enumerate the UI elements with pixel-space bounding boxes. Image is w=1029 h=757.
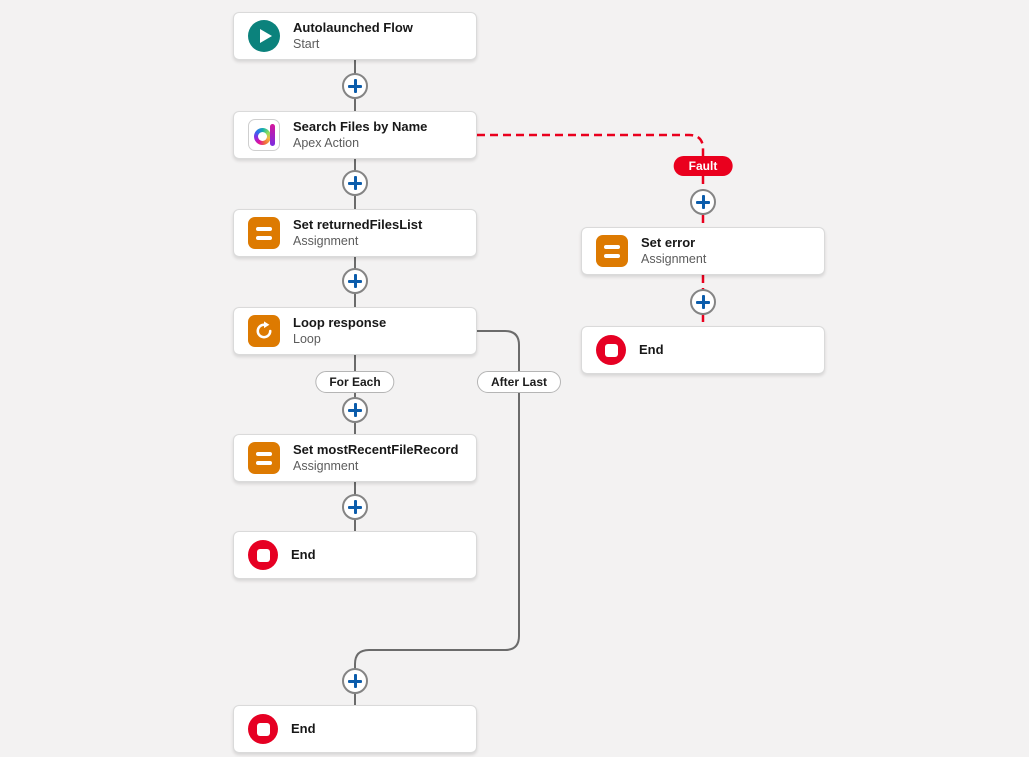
apex-action-icon (248, 119, 280, 151)
node-title: End (639, 341, 664, 357)
branch-label-after-last: After Last (476, 371, 562, 393)
node-set-error[interactable]: Set error Assignment (581, 227, 825, 275)
node-title: Set error (641, 234, 696, 250)
node-end-after-last[interactable]: End (233, 705, 477, 753)
add-element-button[interactable] (342, 494, 368, 520)
add-element-button[interactable] (342, 668, 368, 694)
assignment-icon (248, 217, 280, 249)
node-start[interactable]: Autolaunched Flow Start (233, 12, 477, 60)
node-end-fault[interactable]: End (581, 326, 825, 374)
plus-icon (348, 176, 362, 190)
node-subtitle: Loop (293, 331, 321, 346)
node-subtitle: Assignment (641, 251, 707, 266)
node-title: Loop response (293, 314, 387, 330)
node-title: End (291, 720, 316, 736)
node-end-for-each[interactable]: End (233, 531, 477, 579)
plus-icon (348, 79, 362, 93)
node-subtitle: Assignment (293, 458, 359, 473)
end-icon (596, 335, 626, 365)
node-title: Set returnedFilesList (293, 216, 423, 232)
connector-after-last (354, 330, 520, 706)
node-subtitle: Start (293, 36, 320, 51)
start-play-icon (248, 20, 280, 52)
node-set-most-recent-file-record[interactable]: Set mostRecentFileRecord Assignment (233, 434, 477, 482)
node-loop-response[interactable]: Loop response Loop (233, 307, 477, 355)
node-subtitle: Assignment (293, 233, 359, 248)
add-element-button[interactable] (342, 170, 368, 196)
plus-icon (348, 403, 362, 417)
plus-icon (348, 674, 362, 688)
branch-label-text: For Each (329, 375, 381, 389)
fault-label-text: Fault (688, 159, 718, 173)
node-subtitle: Apex Action (293, 135, 360, 150)
assignment-icon (248, 442, 280, 474)
assignment-icon (596, 235, 628, 267)
branch-label-for-each: For Each (315, 371, 395, 393)
node-title: Autolaunched Flow (293, 19, 413, 35)
plus-icon (696, 195, 710, 209)
fault-label: Fault (673, 156, 733, 176)
add-element-button[interactable] (342, 73, 368, 99)
loop-icon (248, 315, 280, 347)
end-icon (248, 540, 278, 570)
node-title: End (291, 546, 316, 562)
branch-label-text: After Last (490, 375, 548, 389)
node-set-returned-files-list[interactable]: Set returnedFilesList Assignment (233, 209, 477, 257)
plus-icon (348, 500, 362, 514)
node-title: Search Files by Name (293, 118, 428, 134)
node-title: Set mostRecentFileRecord (293, 441, 459, 457)
add-element-button[interactable] (342, 268, 368, 294)
plus-icon (696, 295, 710, 309)
node-apex-action[interactable]: Search Files by Name Apex Action (233, 111, 477, 159)
add-element-button[interactable] (690, 289, 716, 315)
plus-icon (348, 274, 362, 288)
end-icon (248, 714, 278, 744)
add-element-button[interactable] (690, 189, 716, 215)
add-element-button[interactable] (342, 397, 368, 423)
